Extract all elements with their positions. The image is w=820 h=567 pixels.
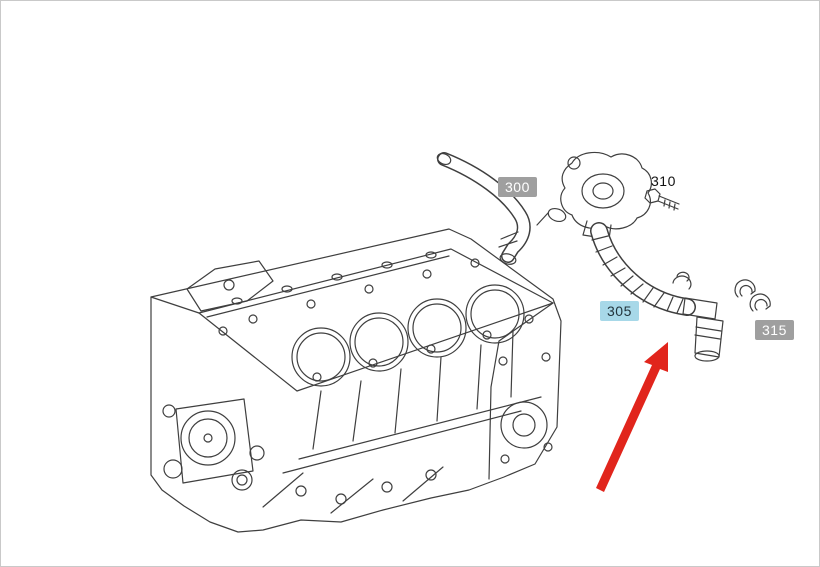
breather-housing-drawing: [536, 151, 652, 240]
engine-block-drawing: [150, 228, 562, 533]
part-label-300[interactable]: 300: [498, 177, 537, 197]
corrugated-hose-305-drawing: [590, 222, 696, 316]
part-label-315[interactable]: 315: [755, 320, 794, 340]
highlight-arrow-icon: [596, 342, 668, 492]
retainer-clips-315-drawing: [734, 279, 771, 312]
outlet-connector-drawing: [672, 271, 724, 362]
bolt-310-drawing: [644, 188, 680, 211]
vent-hose-300-drawing: [436, 152, 531, 265]
part-label-310[interactable]: 310: [651, 173, 676, 189]
part-label-305-highlighted[interactable]: 305: [600, 301, 639, 321]
